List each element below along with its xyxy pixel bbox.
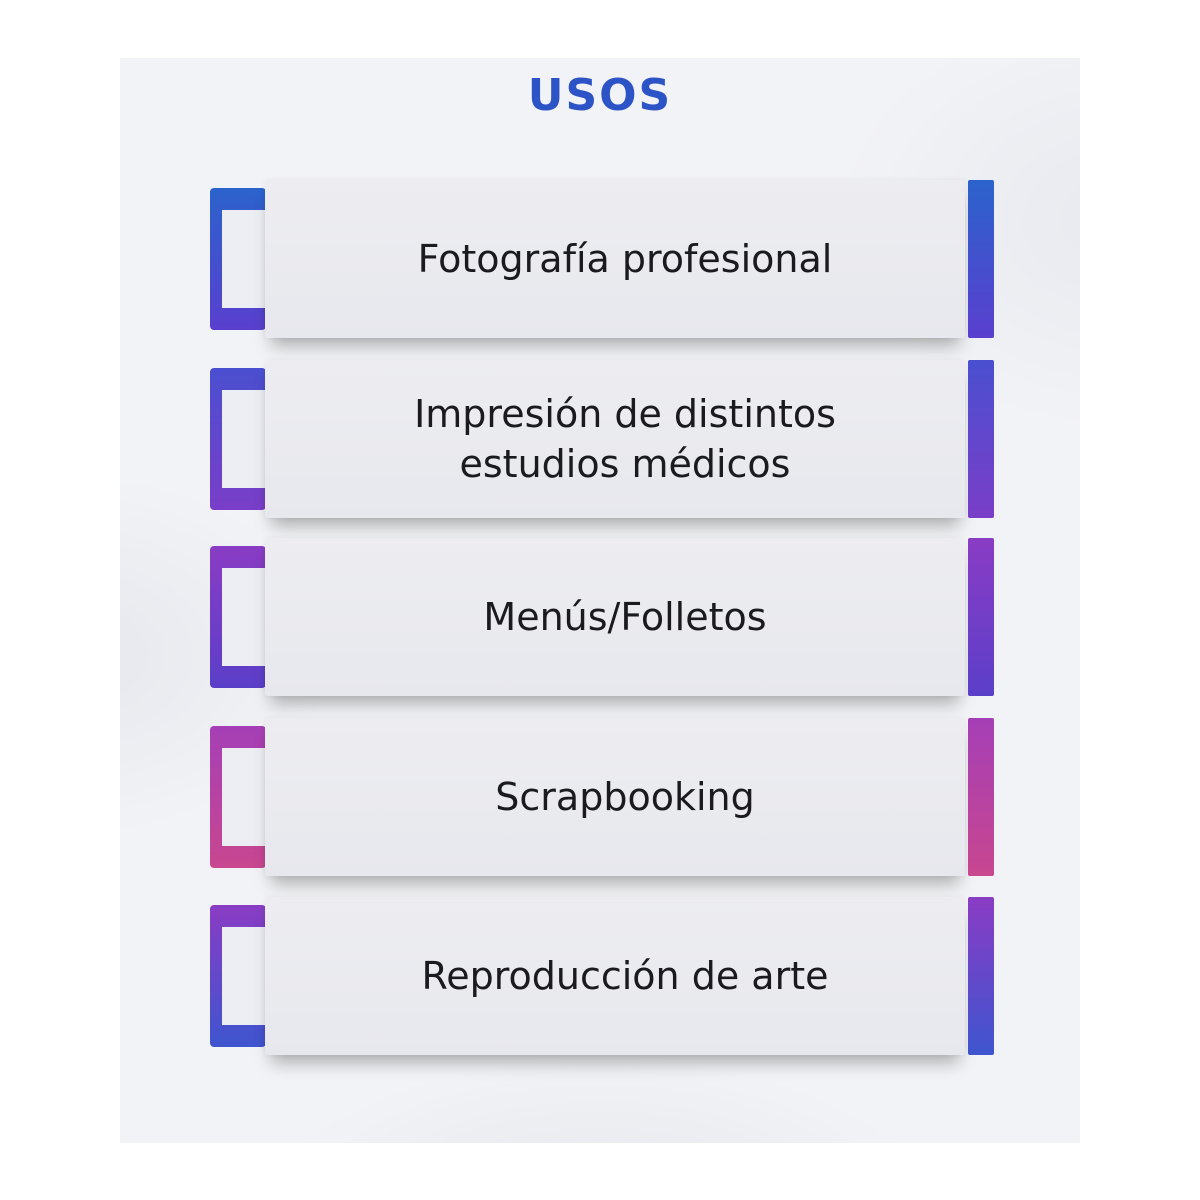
left-bracket-icon bbox=[210, 905, 272, 1047]
right-accent-bar bbox=[968, 718, 994, 876]
item-card: Menús/Folletos bbox=[265, 538, 965, 696]
left-bracket-icon bbox=[210, 726, 272, 868]
left-bracket-icon bbox=[210, 188, 272, 330]
list-item-3: Menús/Folletos bbox=[210, 538, 995, 698]
list-item-2: Impresión de distintos estudios médicos bbox=[210, 360, 995, 520]
item-label: Scrapbooking bbox=[495, 775, 755, 819]
list-item-5: Reproducción de arte bbox=[210, 897, 995, 1057]
list-item-1: Fotografía profesional bbox=[210, 180, 995, 340]
item-label: Reproducción de arte bbox=[421, 954, 829, 998]
left-bracket-icon bbox=[210, 368, 272, 510]
page-title: USOS bbox=[527, 70, 673, 121]
item-card: Fotografía profesional bbox=[265, 180, 965, 338]
right-accent-bar bbox=[968, 538, 994, 696]
right-accent-bar bbox=[968, 360, 994, 518]
left-bracket-icon bbox=[210, 546, 272, 688]
right-accent-bar bbox=[968, 897, 994, 1055]
item-card: Impresión de distintos estudios médicos bbox=[265, 360, 965, 518]
right-accent-bar bbox=[968, 180, 994, 338]
item-card: Scrapbooking bbox=[265, 718, 965, 876]
item-label: Menús/Folletos bbox=[483, 595, 767, 639]
item-card: Reproducción de arte bbox=[265, 897, 965, 1055]
list-item-4: Scrapbooking bbox=[210, 718, 995, 878]
item-label: Impresión de distintos estudios médicos bbox=[414, 392, 836, 486]
item-label: Fotografía profesional bbox=[417, 237, 833, 281]
